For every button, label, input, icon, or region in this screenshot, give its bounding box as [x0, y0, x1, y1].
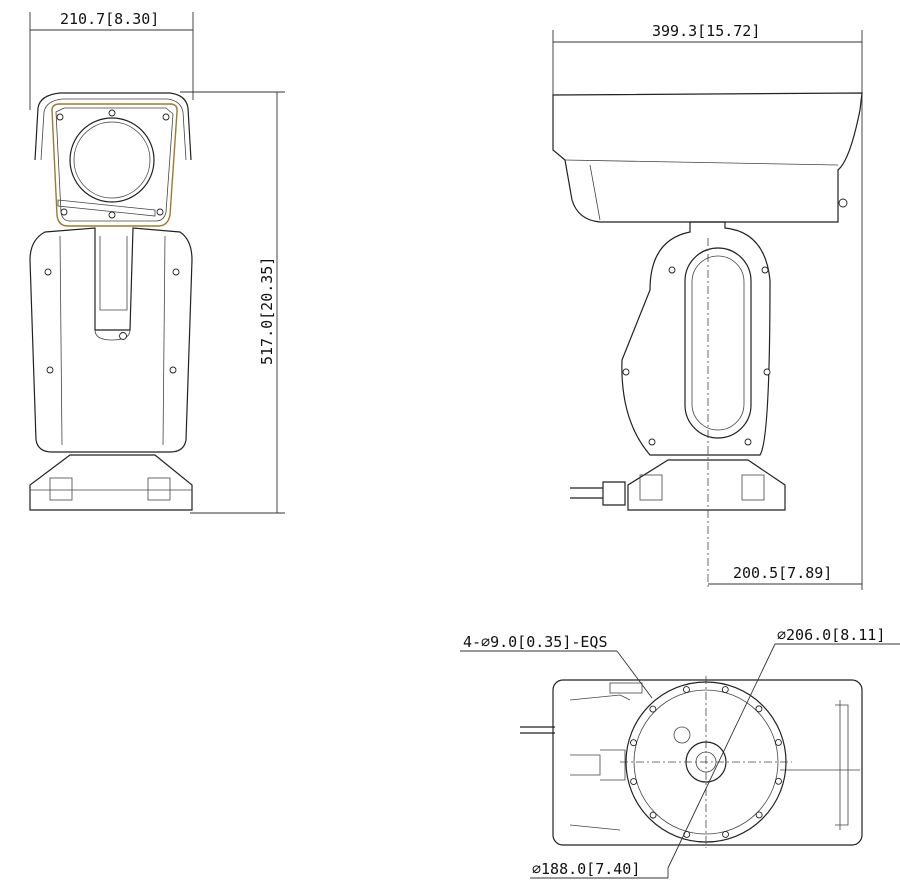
flange-bolt-icon	[755, 811, 763, 819]
flange-bolt-icon	[722, 830, 729, 838]
inner-diameter-label: ∅188.0[7.40]	[532, 860, 640, 878]
flange-bolt-icon	[649, 811, 657, 819]
width-label: 210.7[8.30]	[60, 10, 159, 28]
holes-label: 4-∅9.0[0.35]-EQS	[463, 633, 608, 651]
offset-label: 200.5[7.89]	[733, 564, 832, 582]
flange-bolt-icon	[755, 705, 763, 713]
bottom-view: 4-∅9.0[0.35]-EQS ∅206.0[8.11] ∅188.0[7.4…	[460, 626, 900, 879]
outer-diameter-label: ∅206.0[8.11]	[777, 626, 885, 644]
flange-bolt-icon	[721, 686, 729, 693]
front-view: 210.7[8.30] 517.0[20.35]	[29, 10, 285, 514]
flange-bolt-icon	[630, 778, 638, 785]
flange-bolt-icon	[775, 777, 782, 785]
length-label: 399.3[15.72]	[652, 22, 760, 40]
side-view: 399.3[15.72] 200.5[7.89]	[552, 22, 863, 590]
flange-bolt-icon	[649, 705, 657, 713]
height-label: 517.0[20.35]	[258, 257, 276, 365]
flange-bolt-icon	[630, 739, 637, 747]
flange-bolt-icon	[774, 739, 782, 746]
flange-bolt-icon	[683, 686, 690, 694]
